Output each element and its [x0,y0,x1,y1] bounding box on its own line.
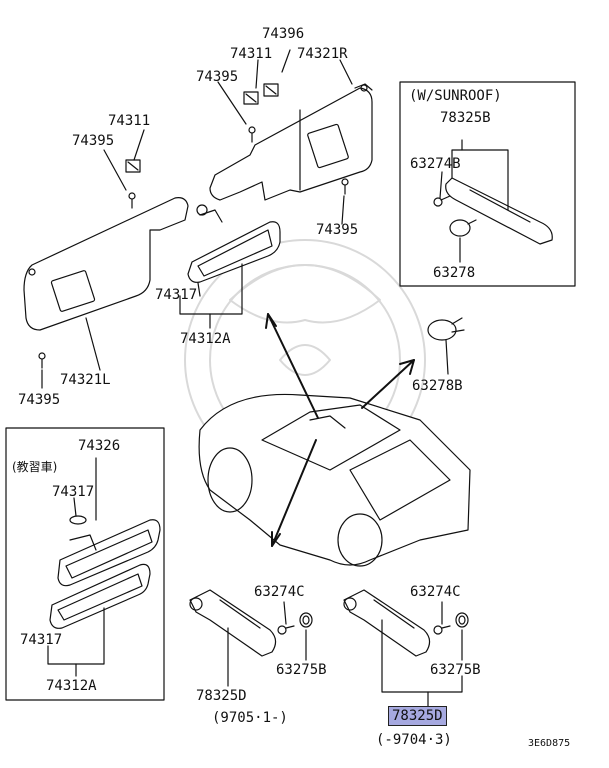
screw-63274C-left[interactable] [277,625,295,635]
label-63274C-right[interactable]: 63274C [410,584,461,600]
label-74395-top[interactable]: 74395 [196,69,239,85]
sunroof-box [399,81,576,287]
sunroof-variant-note: (W/SUNROOF) [409,88,502,104]
rear-view-mirror-instructor[interactable] [49,515,161,629]
label-74317-inst2[interactable]: 74317 [20,632,63,648]
label-74396[interactable]: 74396 [262,26,305,42]
date-note-from: (9705·1-) [212,710,288,726]
instructor-variant-note: (教習車) [12,460,58,474]
label-74321R[interactable]: 74321R [297,46,348,62]
label-74312A-inst[interactable]: 74312A [46,678,97,694]
clip-74311-left[interactable] [125,159,141,173]
screw-63274B[interactable] [433,195,451,207]
label-74395-bottom[interactable]: 74395 [18,392,61,408]
clip-74396[interactable] [263,83,279,97]
grab-handle-78325B[interactable] [445,177,553,245]
screw-74395-top[interactable] [248,126,256,143]
label-74395-left[interactable]: 74395 [72,133,115,149]
label-63278B[interactable]: 63278B [412,378,463,394]
car-outline [198,393,471,567]
sun-visor-left[interactable] [23,197,189,331]
label-63274C-left[interactable]: 63274C [254,584,305,600]
date-note-to: (-9704·3) [376,732,452,748]
instructor-box [5,427,165,701]
grab-handle-78325D-new[interactable] [189,589,277,657]
label-63274B[interactable]: 63274B [410,156,461,172]
rear-view-mirror[interactable] [187,204,281,283]
grab-handle-78325D-old[interactable] [343,589,431,657]
clip-74311-top[interactable] [243,91,259,105]
washer-63275B-left[interactable] [299,612,313,628]
label-63275B-left[interactable]: 63275B [276,662,327,678]
label-74321L[interactable]: 74321L [60,372,111,388]
screw-74395-left[interactable] [128,192,136,209]
washer-63275B-right[interactable] [455,612,469,628]
label-63275B-right[interactable]: 63275B [430,662,481,678]
cap-63278B[interactable] [427,317,465,341]
label-74317-center[interactable]: 74317 [155,287,198,303]
label-74317-inst1[interactable]: 74317 [52,484,95,500]
pointer-arrows [265,313,415,547]
label-78325B[interactable]: 78325B [440,110,491,126]
diagram-code: 3E6D875 [528,738,571,749]
label-78325D-left[interactable]: 78325D [196,688,247,704]
label-74395-right[interactable]: 74395 [316,222,359,238]
label-74311-left[interactable]: 74311 [108,113,151,129]
label-74326[interactable]: 74326 [78,438,121,454]
label-74311-top[interactable]: 74311 [230,46,273,62]
label-63278[interactable]: 63278 [433,265,476,281]
screw-63274C-right[interactable] [433,625,451,635]
sun-visor-right[interactable] [209,83,373,201]
screw-74395-right[interactable] [341,178,349,195]
label-74312A-center[interactable]: 74312A [180,331,231,347]
label-78325D-right-highlighted[interactable]: 78325D [388,706,447,726]
cap-63278[interactable] [449,219,477,237]
screw-74395-bottom[interactable] [38,352,46,369]
